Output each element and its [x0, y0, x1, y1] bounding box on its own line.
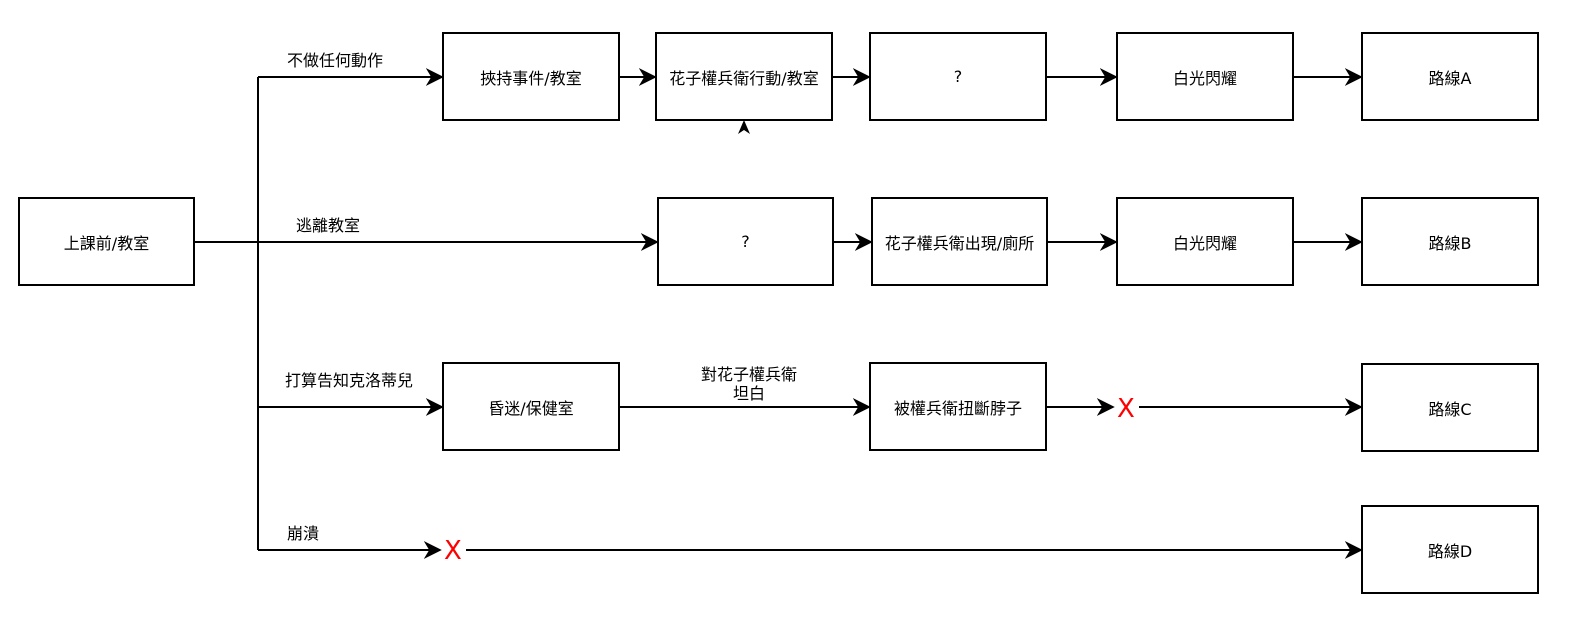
node-start: 上課前/教室 [18, 197, 195, 286]
arrowhead-under-a2 [738, 120, 750, 134]
node-a5: 路線A [1361, 32, 1539, 121]
node-d1: 路線D [1361, 505, 1539, 594]
node-a3: ? [869, 32, 1047, 121]
edge-label-c-line2: 坦白 [732, 384, 765, 403]
node-b3: 白光閃耀 [1116, 197, 1294, 286]
node-a1: 挾持事件/教室 [442, 32, 620, 121]
edge-label-branch-d: 崩潰 [287, 524, 320, 543]
node-b2: 花子權兵衛出現/廁所 [871, 197, 1048, 286]
node-c3: 路線C [1361, 363, 1539, 452]
edge-label-branch-b: 逃離教室 [296, 216, 361, 235]
node-c2: 被權兵衛扭斷脖子 [869, 362, 1047, 451]
edge-label-branch-c: 打算告知克洛蒂兒 [285, 371, 414, 390]
edge-label-c-line1: 對花子權兵衛 [700, 365, 797, 384]
node-a4: 白光閃耀 [1116, 32, 1294, 121]
node-b1: ? [657, 197, 834, 286]
x-mark-branch-d: X [444, 536, 462, 566]
x-mark-branch-c: X [1117, 394, 1135, 424]
node-b4: 路線B [1361, 197, 1539, 286]
edge-label-branch-a: 不做任何動作 [287, 51, 384, 70]
node-c1: 昏迷/保健室 [442, 362, 620, 451]
node-a2: 花子權兵衛行動/教室 [655, 32, 833, 121]
